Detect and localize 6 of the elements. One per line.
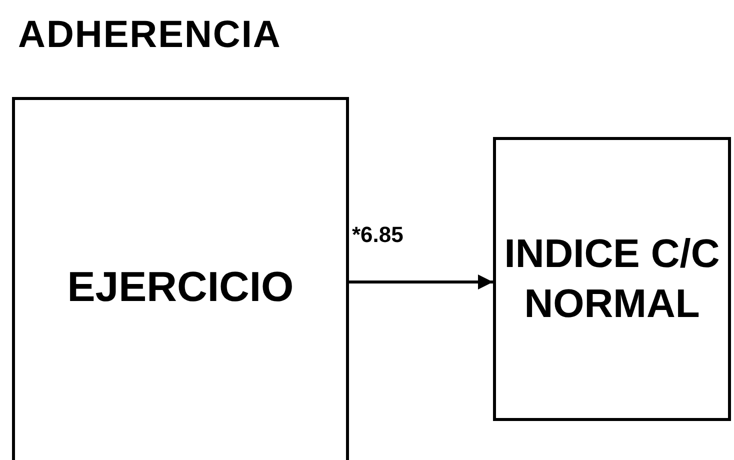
- diagram-title: ADHERENCIA: [18, 14, 282, 57]
- box-label: INDICE C/C NORMAL: [503, 231, 721, 328]
- box-label: EJERCICIO: [67, 262, 294, 312]
- arrow: [349, 274, 493, 290]
- process-box: [12, 97, 349, 460]
- process-box: [493, 137, 731, 421]
